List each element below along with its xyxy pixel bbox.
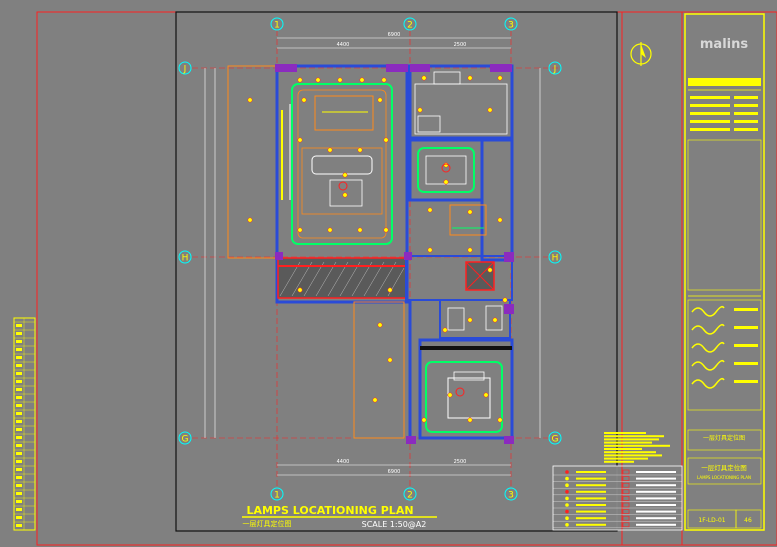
grid-label: 3 bbox=[508, 491, 514, 501]
floor-plan bbox=[227, 64, 514, 444]
grid-label: G bbox=[182, 435, 189, 445]
drawing-number: 1F-LD-01 bbox=[698, 517, 725, 524]
grid-bubble-row-G-left: G bbox=[178, 431, 192, 445]
grid-bubble-col-3-bottom: 3 bbox=[504, 487, 518, 501]
grid-bubble-row-H-right: H bbox=[548, 250, 562, 264]
north-arrow-icon bbox=[630, 42, 652, 66]
viewport-frame bbox=[175, 11, 618, 532]
grid-bubble-row-J-left: J bbox=[178, 61, 192, 75]
drawing-title-cn: 一层灯具定位图 bbox=[701, 463, 747, 472]
bedroom-ceiling bbox=[425, 361, 503, 433]
dim-bottom-total: 6900 bbox=[388, 469, 401, 475]
grid-label: 2 bbox=[407, 491, 413, 501]
grid-bubble-col-3-top: 3 bbox=[504, 17, 518, 31]
title-block: malins 一层灯具定位图 一层灯具定位图 LAMPS LOCATIONING… bbox=[684, 13, 765, 531]
company-logo: malins bbox=[700, 37, 748, 52]
sofa bbox=[311, 155, 373, 175]
corridor bbox=[353, 301, 405, 439]
dim-bottom-right: 2500 bbox=[454, 459, 467, 465]
notes-block bbox=[604, 432, 670, 463]
grid-bubbles: 1 2 3 1 2 3 J H G J H G bbox=[178, 17, 562, 501]
grid-bubble-col-2-bottom: 2 bbox=[403, 487, 417, 501]
grid-label: 1 bbox=[274, 491, 280, 501]
drawing-title-en: LAMPS LOCATIONING PLAN bbox=[697, 475, 751, 480]
grid-bubble-col-1-bottom: 1 bbox=[270, 487, 284, 501]
grid-label: 1 bbox=[274, 21, 280, 31]
grid-bubble-row-H-left: H bbox=[178, 250, 192, 264]
grid-bubble-row-J-right: J bbox=[548, 61, 562, 75]
living-room-walls bbox=[275, 64, 409, 304]
drawing-title-block: LAMPS LOCATIONING PLAN 一层灯具定位图 SCALE 1:5… bbox=[242, 504, 437, 529]
kitchen-walls bbox=[408, 64, 514, 140]
grid-label: G bbox=[552, 435, 559, 445]
grid-label: J bbox=[183, 65, 187, 75]
grid-bubble-col-2-top: 2 bbox=[403, 17, 417, 31]
drawing-title: LAMPS LOCATIONING PLAN bbox=[246, 504, 413, 517]
lamp-legend-table bbox=[552, 465, 683, 531]
terrace-outline bbox=[227, 65, 277, 259]
revision-table bbox=[13, 317, 36, 531]
grid-label: H bbox=[552, 254, 559, 264]
drawing-subtitle-cn: 一层灯具定位图 bbox=[243, 519, 292, 528]
coffee-table bbox=[329, 179, 363, 207]
grid-label: 3 bbox=[508, 21, 514, 31]
dim-top-total: 6900 bbox=[388, 32, 401, 38]
living-ceiling bbox=[291, 83, 393, 245]
grid-label: J bbox=[553, 65, 557, 75]
dim-bottom-left: 4400 bbox=[337, 459, 350, 465]
dining-table bbox=[314, 95, 374, 131]
grid-bubble-col-1-top: 1 bbox=[270, 17, 284, 31]
bathroom-ceiling bbox=[417, 147, 475, 193]
drawing-name-cn: 一层灯具定位图 bbox=[703, 434, 745, 442]
dim-top-left: 4400 bbox=[337, 42, 350, 48]
dimension-lines bbox=[204, 37, 541, 476]
grid-label: H bbox=[182, 254, 189, 264]
grid-label: 2 bbox=[407, 21, 413, 31]
bed bbox=[447, 377, 491, 419]
drawing-scale: SCALE 1:50@A2 bbox=[362, 520, 427, 529]
grid-bubble-row-G-right: G bbox=[548, 431, 562, 445]
bedroom-walls bbox=[418, 338, 514, 440]
sheet-number: 46 bbox=[744, 517, 752, 524]
lamp-markers bbox=[247, 75, 508, 423]
dim-top-right: 2500 bbox=[454, 42, 467, 48]
